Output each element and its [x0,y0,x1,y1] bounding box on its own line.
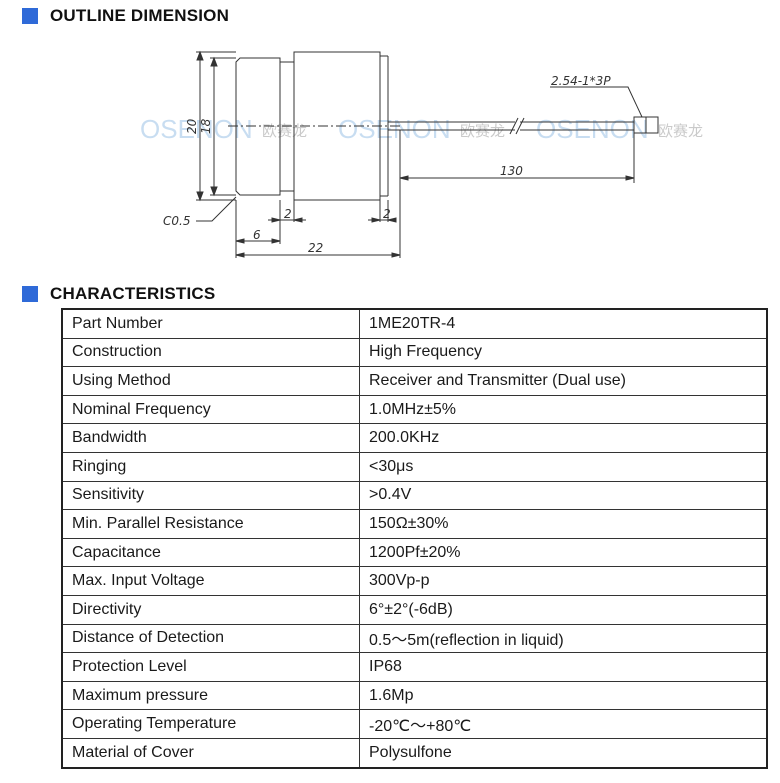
spec-key: Max. Input Voltage [61,566,360,596]
spec-value: 150Ω±30% [359,509,768,539]
spec-value: 200.0KHz [359,423,768,453]
outline-dimension-title: OUTLINE DIMENSION [50,6,230,25]
spec-key: Nominal Frequency [61,394,360,425]
table-row: Ringing<30μs [61,451,768,482]
spec-key: Capacitance [61,537,360,568]
section-marker-icon [22,8,38,24]
spec-key: Sensitivity [61,480,360,511]
spec-key: Using Method [61,366,360,396]
chamfer-label: C0.5 [163,214,190,228]
connector-label: 2.54-1*3P [551,74,611,88]
spec-value: Polysulfone [359,737,768,769]
watermark-cn-1: 欧赛龙 [262,122,307,140]
dim-130-label: 130 [500,164,523,178]
spec-value: >0.4V [359,480,768,511]
spec-key: Ringing [61,451,360,482]
spec-value: 1.0MHz±5% [359,394,768,425]
dim-2a-label: 2 [284,207,292,221]
spec-value: 1ME20TR-4 [359,308,768,339]
characteristics-heading: CHARACTERISTICS [22,284,215,304]
dim-6-label: 6 [253,228,261,242]
spec-key: Operating Temperature [61,709,360,739]
table-row: Sensitivity>0.4V [61,480,768,511]
outline-drawing: OSENON 欧赛龙 OSENON 欧赛龙 OSENON 欧赛龙 [140,50,703,258]
spec-value: <30μs [359,451,768,482]
spec-value: IP68 [359,652,768,682]
spec-value: 0.5～5m(reflection in liquid) [359,623,768,654]
section-marker-icon [22,286,38,302]
spec-value: 1200Pf±20% [359,537,768,568]
spec-key: Protection Level [61,652,360,682]
characteristics-title: CHARACTERISTICS [50,284,216,303]
table-row: Operating Temperature-20℃～+80℃ [61,709,768,739]
spec-value: 1.6Mp [359,680,768,711]
spec-key: Material of Cover [61,737,360,769]
spec-value: Receiver and Transmitter (Dual use) [359,366,768,396]
watermark-brand-1: OSENON [140,114,253,144]
watermark-cn-2: 欧赛龙 [460,122,505,140]
spec-key: Min. Parallel Resistance [61,509,360,539]
spec-value: 300Vp-p [359,566,768,596]
spec-key: Distance of Detection [61,623,360,654]
spec-value: -20℃～+80℃ [359,709,768,739]
dim-18-label: 18 [199,118,213,134]
spec-key: Bandwidth [61,423,360,453]
spec-key: Maximum pressure [61,680,360,711]
spec-key: Construction [61,337,360,368]
spec-value: High Frequency [359,337,768,368]
watermark-brand-2: OSENON [338,114,451,144]
watermark-cn-3: 欧赛龙 [658,122,703,140]
transducer-front-face [235,57,281,196]
dim-22-label: 22 [308,241,323,255]
dim-2b-label: 2 [383,207,391,221]
dim-20-label: 20 [185,118,199,134]
watermark-brand-3: OSENON [536,114,649,144]
spec-key: Part Number [61,308,360,339]
outline-dimension-heading: OUTLINE DIMENSION [22,6,229,26]
spec-key: Directivity [61,594,360,625]
spec-value: 6°±2°(-6dB) [359,594,768,625]
